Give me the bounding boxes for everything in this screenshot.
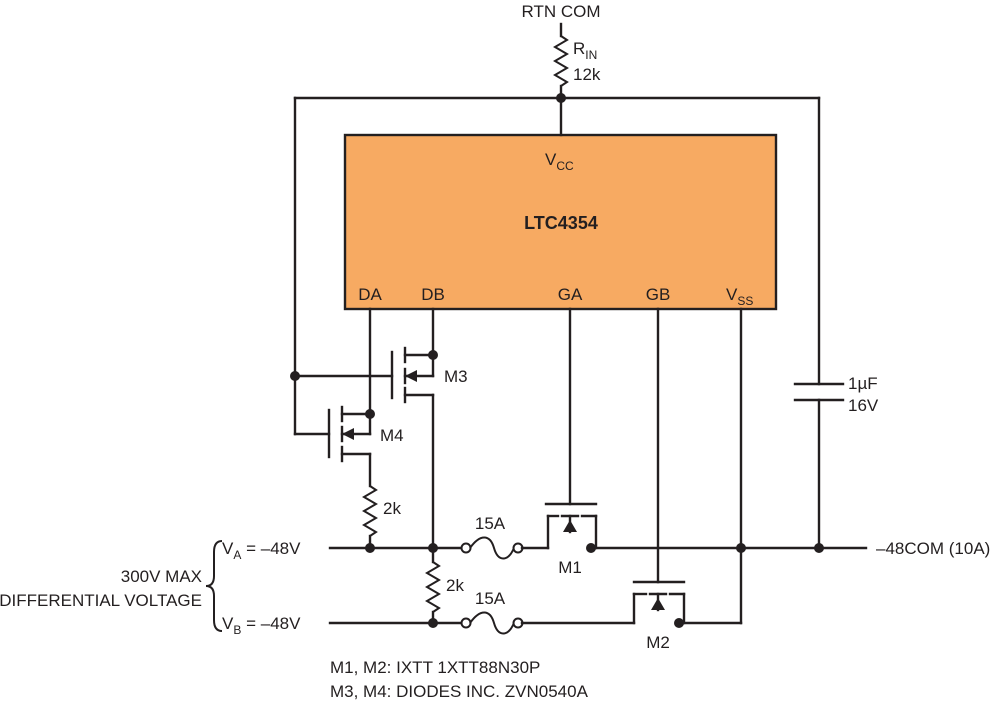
m2-label: M2: [646, 633, 670, 652]
cap-voltage: 16V: [848, 396, 879, 415]
va-label: VA = –48V: [222, 539, 301, 562]
vcc-junction: [556, 93, 566, 103]
rtn-com-label: RTN COM: [521, 2, 600, 21]
m4-transistor: [293, 307, 375, 488]
m3-label: M3: [444, 367, 468, 386]
fuse-a-label: 15A: [475, 514, 506, 533]
diff-line2: DIFFERENTIAL VOLTAGE: [0, 591, 202, 610]
output-label: –48COM (10A): [876, 539, 990, 558]
db-resistor-value: 2k: [446, 576, 464, 595]
gb-pin-label: GB: [646, 285, 671, 304]
db-resistor: [425, 546, 441, 625]
ga-pin-label: GA: [558, 285, 583, 304]
vb-db-junction: [428, 618, 438, 628]
ltc4354-ic: [343, 133, 778, 311]
cap-junction: [814, 543, 824, 553]
da-resistor: [362, 485, 378, 550]
cap-value: 1µF: [848, 374, 878, 393]
m2-transistor: [632, 307, 743, 628]
rin-value: 12k: [573, 65, 601, 84]
da-resistor-value: 2k: [383, 499, 401, 518]
diff-line1: 300V MAX: [121, 567, 202, 586]
ic-name: LTC4354: [524, 213, 598, 233]
m1-transistor: [544, 307, 598, 553]
m3-transistor: [293, 307, 438, 550]
da-pin-label: DA: [358, 285, 382, 304]
rin-resistor: [553, 22, 569, 137]
vss-pin-label: VSS: [726, 285, 753, 308]
notes-line1: M1, M2: IXTT 1XTT88N30P: [330, 658, 540, 677]
fuse-b: [460, 611, 524, 635]
bypass-capacitor: [793, 96, 845, 550]
vcc-pin-label: VCC: [545, 150, 574, 173]
differential-brace: [205, 540, 223, 632]
m1-label: M1: [558, 558, 582, 577]
notes-line2: M3, M4: DIODES INC. ZVN0540A: [330, 682, 589, 701]
m4-label: M4: [380, 426, 404, 445]
fuse-a: [460, 536, 524, 560]
fuse-b-label: 15A: [475, 589, 506, 608]
rin-label: RIN: [573, 39, 597, 62]
db-pin-label: DB: [421, 285, 445, 304]
va-da-junction: [365, 543, 375, 553]
vb-label: VB = –48V: [222, 614, 301, 637]
